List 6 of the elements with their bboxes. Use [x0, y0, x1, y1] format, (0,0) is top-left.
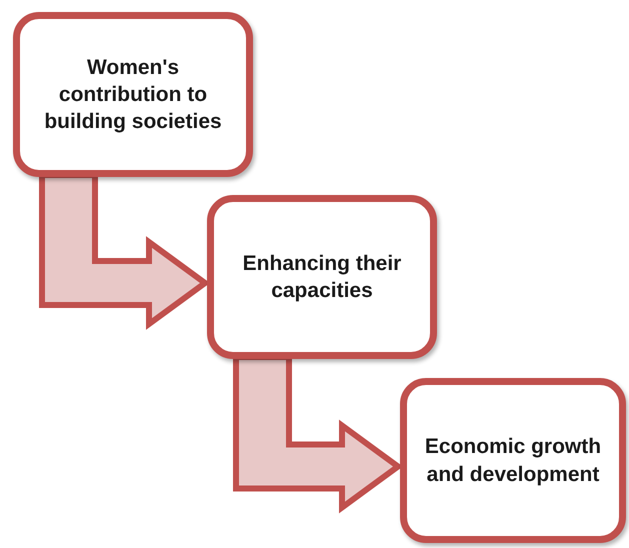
process-box [13, 12, 253, 177]
box-label: Women's contribution to building societies [43, 54, 223, 136]
box-label: Economic growth and development [424, 434, 602, 488]
process-box [207, 195, 437, 359]
process-box [400, 378, 626, 543]
box-label: Enhancing their capacities [242, 250, 402, 304]
